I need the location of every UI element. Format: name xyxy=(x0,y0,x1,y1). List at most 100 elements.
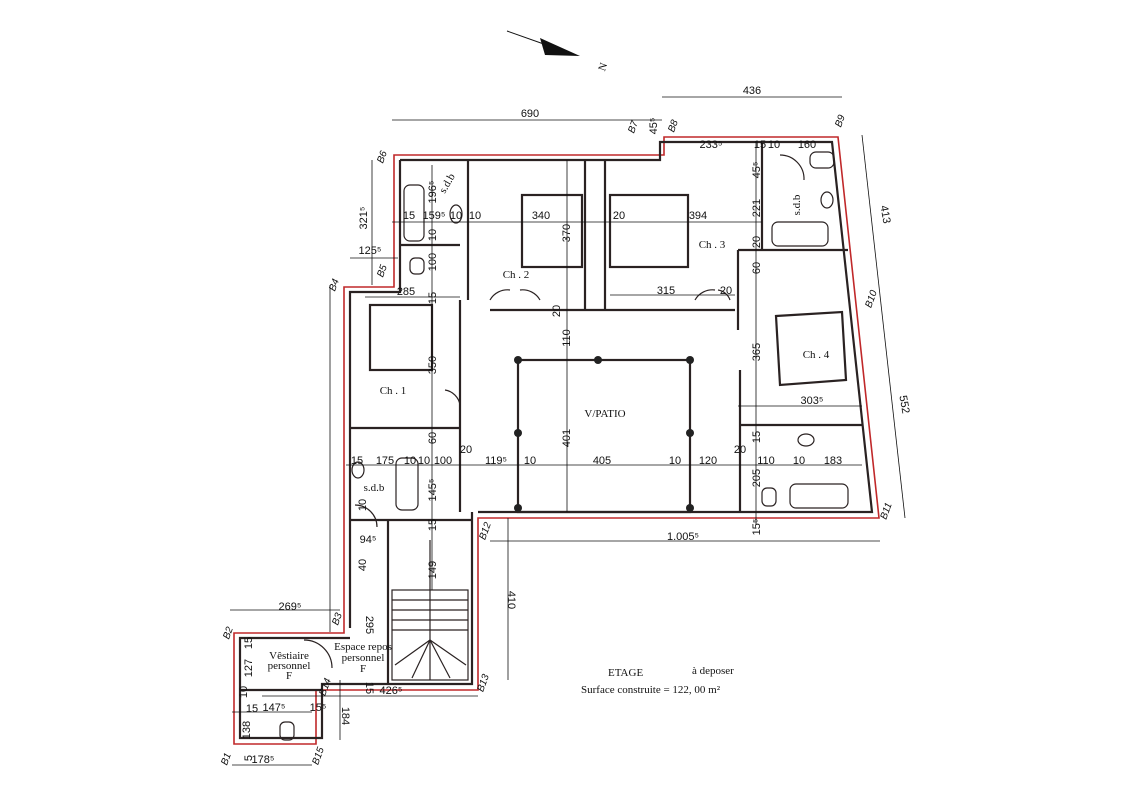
dimension-label: 10 xyxy=(450,210,462,222)
dimension-label: 149 xyxy=(427,561,439,579)
dimension-label: 370 xyxy=(561,224,573,242)
dimension-label: 15 xyxy=(754,139,766,151)
dimension-label: 138 xyxy=(241,721,253,739)
dimension-label: 5 xyxy=(243,755,255,761)
dimension-label: 285 xyxy=(397,286,415,298)
dimension-label: 303⁵ xyxy=(801,395,824,407)
dimension-label: 10 xyxy=(418,455,430,467)
plan-labels: Ch . 1Ch . 2Ch . 3Ch . 4V/PATIOs.d.bs.d.… xyxy=(219,85,911,767)
room-label: V/PATIO xyxy=(584,408,625,420)
dimension-label: 10 xyxy=(357,499,369,511)
dimension-label: 110 xyxy=(561,329,573,347)
dimension-label: 1.005⁵ xyxy=(667,531,699,543)
title-note: à deposer xyxy=(692,665,734,677)
dimension-label: 15 xyxy=(427,519,439,531)
room-label: Ch . 3 xyxy=(699,239,726,251)
dimension-label: 365 xyxy=(751,343,763,361)
dimension-label: 147⁵ xyxy=(263,702,286,714)
dimension-label: 205 xyxy=(751,469,763,487)
dimension-label: 401 xyxy=(561,429,573,447)
dimension-label: 45⁵ xyxy=(648,118,660,135)
dimension-label: 60 xyxy=(427,432,439,444)
dimension-label: 20 xyxy=(460,444,472,456)
dimension-label: 119⁵ xyxy=(485,455,507,467)
axis-label: B3 xyxy=(330,611,345,627)
dimension-label: 15 xyxy=(246,703,258,715)
axis-label: B12 xyxy=(477,520,494,541)
dimension-label: 183 xyxy=(824,455,842,467)
dimension-label: 60 xyxy=(751,262,763,274)
dimension-label: 45⁵ xyxy=(751,162,763,179)
axis-label: B15 xyxy=(310,745,327,766)
dimension-label: 20 xyxy=(720,285,732,297)
axis-label: B5 xyxy=(375,263,390,279)
dimension-label: 10 xyxy=(524,455,536,467)
dimension-label: 15 xyxy=(351,455,363,467)
dimension-label: 10 xyxy=(404,455,416,467)
dimension-label: 100 xyxy=(434,455,452,467)
dimension-label: 10 xyxy=(669,455,681,467)
staircase xyxy=(391,540,469,681)
room-label: Ch . 2 xyxy=(503,269,530,281)
north-label: N xyxy=(596,61,610,73)
dimension-label: 321⁵ xyxy=(358,207,370,230)
dimension-label: 110 xyxy=(757,455,775,467)
dimension-label: 20 xyxy=(613,210,625,222)
axis-label: B2 xyxy=(221,625,236,641)
room-label: Espace repos xyxy=(334,641,392,653)
dimension-label: 15⁵ xyxy=(751,519,763,536)
beds xyxy=(368,193,848,387)
dimension-label: 40 xyxy=(357,559,369,571)
building-outline xyxy=(233,136,880,745)
room-label: s.d.b xyxy=(791,194,803,215)
dimension-lines xyxy=(230,96,906,766)
surface-text: Surface construite = 122, 00 m² xyxy=(581,684,721,696)
dimension-label: 233⁵ xyxy=(700,139,723,151)
dimension-label: 295 xyxy=(363,616,375,634)
room-label: personnel xyxy=(342,652,385,664)
dimension-label: 15 xyxy=(363,682,375,694)
walls xyxy=(238,140,874,740)
dimension-label: 10 xyxy=(238,686,250,698)
dimension-label: 10 xyxy=(793,455,805,467)
dimension-label: 20 xyxy=(751,236,763,248)
dimension-label: 405 xyxy=(593,455,611,467)
room-label: Ch . 1 xyxy=(380,385,407,397)
dimension-label: 196⁵ xyxy=(427,181,439,204)
dimension-label: 552 xyxy=(896,394,911,414)
dimension-label: 127 xyxy=(243,659,255,677)
dimension-label: 15 xyxy=(403,210,415,222)
dimension-label: 10 xyxy=(768,139,780,151)
room-label: F xyxy=(360,663,366,675)
dimension-label: 410 xyxy=(505,591,517,609)
dimension-label: 100 xyxy=(427,253,439,271)
axis-label: B7 xyxy=(626,119,641,135)
axis-label: B4 xyxy=(327,277,342,293)
dimension-label: 159⁵ xyxy=(423,210,446,222)
dimension-label: 413 xyxy=(877,204,892,224)
dimension-label: 269⁵ xyxy=(279,601,302,613)
axis-label: B1 xyxy=(219,752,234,767)
dimension-label: 160 xyxy=(798,139,816,151)
axis-label: B8 xyxy=(666,118,681,134)
dimension-label: 10 xyxy=(427,229,439,241)
room-label: Vêstiaire xyxy=(269,650,309,662)
dimension-label: 394 xyxy=(689,210,707,222)
dimension-label: 15 xyxy=(243,637,255,649)
axis-label: B10 xyxy=(863,288,880,309)
room-label: personnel xyxy=(268,660,311,672)
dimension-label: 178⁵ xyxy=(252,754,275,766)
room-label: F xyxy=(286,670,292,682)
dimension-label: 175 xyxy=(376,455,394,467)
dimension-label: 184 xyxy=(339,707,351,725)
north-arrow-icon xyxy=(506,30,580,56)
dimension-label: 690 xyxy=(521,108,539,120)
room-label: Ch . 4 xyxy=(803,349,830,361)
title-etage: ETAGE xyxy=(608,667,643,679)
dimension-label: 94⁵ xyxy=(360,534,377,546)
axis-label: B11 xyxy=(879,501,895,521)
dimension-label: 15 xyxy=(751,431,763,443)
dimension-label: 20 xyxy=(734,444,746,456)
dimension-label: 315 xyxy=(657,285,675,297)
